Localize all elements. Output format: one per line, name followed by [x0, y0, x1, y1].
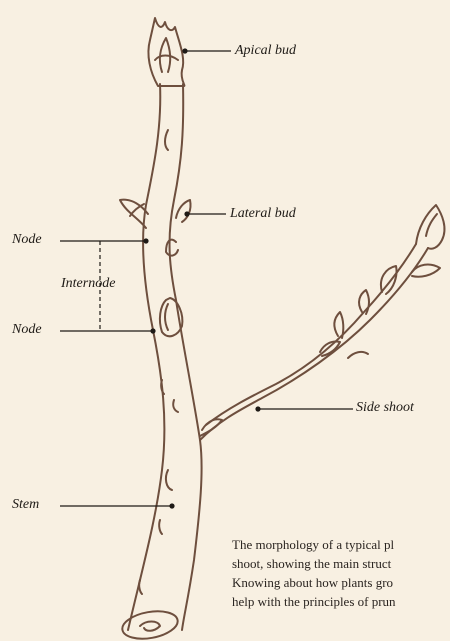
stem-label: Stem — [12, 498, 39, 512]
main-stem — [128, 84, 202, 630]
side-shoot-tip-bud — [416, 205, 444, 249]
caption-line-2: shoot, showing the main struct — [232, 554, 450, 573]
lateral-bud-label: Lateral bud — [230, 207, 296, 221]
diagram-caption: The morphology of a typical pl shoot, sh… — [232, 535, 450, 611]
lateral-bud-right — [176, 200, 191, 222]
apical-bud-label: Apical bud — [235, 44, 296, 58]
caption-line-3: Knowing about how plants gro — [232, 573, 450, 592]
caption-line-1: The morphology of a typical pl — [232, 535, 450, 554]
apical-bud — [148, 18, 184, 86]
side-shoot-label: Side shoot — [356, 401, 414, 415]
upper-node-label: Node — [12, 233, 42, 247]
lower-node-label: Node — [12, 323, 42, 337]
caption-line-4: help with the principles of prun — [232, 592, 450, 611]
internode-label: Internode — [61, 277, 115, 291]
